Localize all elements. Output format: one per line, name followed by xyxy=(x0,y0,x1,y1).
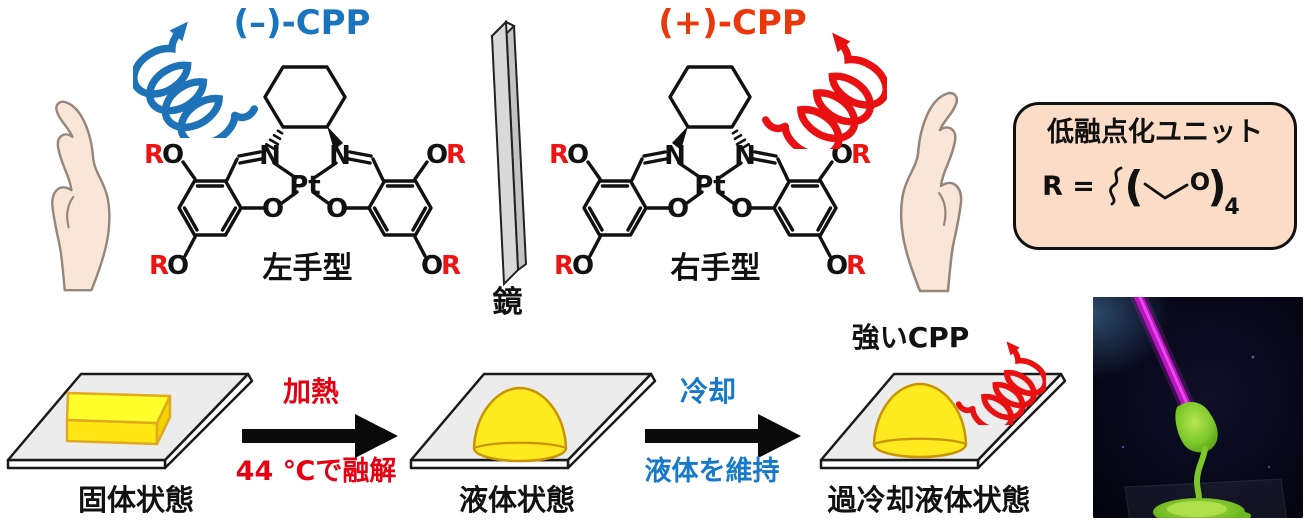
open-paren: ( xyxy=(1124,162,1143,211)
cooling-label: 冷却 xyxy=(679,375,736,408)
melt-temperature-label: 44 ℃で融解 xyxy=(235,456,397,487)
right-cpl-spiral-icon xyxy=(762,32,887,149)
process-arrow-1 xyxy=(242,414,398,458)
close-paren: ) xyxy=(1207,162,1226,211)
left-hand-type-label: 左手型 xyxy=(262,251,353,286)
mirror-icon xyxy=(490,19,528,287)
right-hand-icon xyxy=(899,91,963,293)
minus-cpp-label: (–)-CPP xyxy=(233,3,371,43)
unit-box-title: 低融点化ユニット xyxy=(1047,117,1263,148)
repeat-subscript: 4 xyxy=(1224,195,1239,218)
oxygen-label: O xyxy=(1190,168,1210,196)
mirror-label: 鏡 xyxy=(492,285,523,320)
left-hand-icon xyxy=(51,100,111,292)
plus-cpp-label: (+)-CPP xyxy=(658,3,807,43)
uv-photo xyxy=(1093,297,1303,518)
right-hand-type-label: 右手型 xyxy=(670,251,761,286)
uv-beam xyxy=(1130,297,1200,421)
process-arrow-2 xyxy=(645,414,801,458)
r-equals-label: R = xyxy=(1042,170,1095,202)
r-group-formula: R = ( O ) 4 xyxy=(1042,154,1268,218)
oligo-ether-structure: ( O ) 4 xyxy=(1108,162,1240,218)
uv-photo-render xyxy=(1093,297,1303,518)
keep-liquid-label: 液体を維持 xyxy=(644,456,780,487)
liquid-state-label: 液体状態 xyxy=(458,483,575,517)
left-cpl-spiral-icon xyxy=(133,21,258,138)
glowing-green-sample xyxy=(1153,401,1251,518)
solid-state-label: 固体状態 xyxy=(77,483,194,517)
low-melting-unit-box: 低融点化ユニット R = ( O ) 4 xyxy=(1013,102,1297,250)
supercooled-state-label: 過冷却液体状態 xyxy=(827,483,1031,517)
plate-liquid-state xyxy=(409,372,657,470)
yellow-liquid-drop xyxy=(872,382,968,459)
heating-label: 加熱 xyxy=(282,375,339,408)
strong-cpp-spiral-icon xyxy=(956,341,1046,425)
yellow-solid-block xyxy=(65,391,172,446)
plate-solid-state xyxy=(6,372,254,470)
strong-cpp-label: 強いCPP xyxy=(851,321,970,354)
yellow-liquid-drop xyxy=(472,386,568,463)
